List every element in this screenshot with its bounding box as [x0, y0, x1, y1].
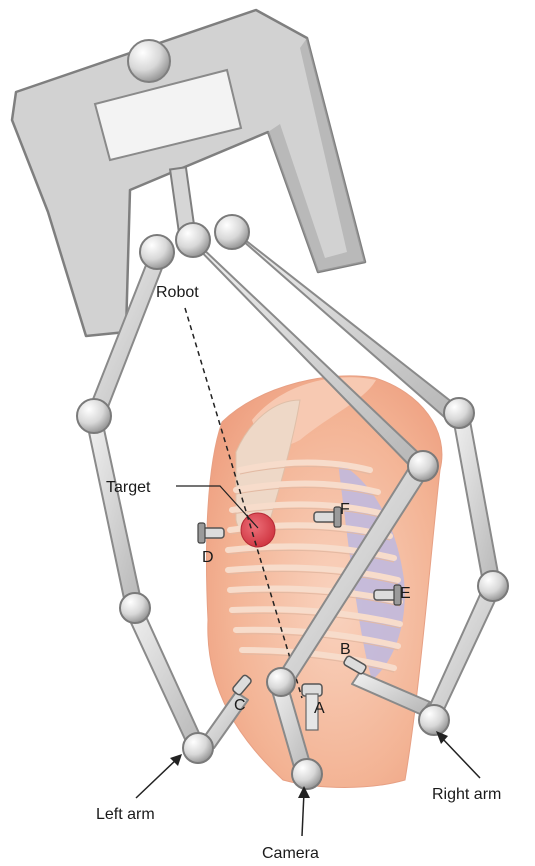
joint-left-end: [183, 733, 213, 763]
right-arm-leader: [440, 736, 480, 778]
port-e-label: E: [400, 585, 411, 602]
left-arm-leader: [136, 758, 178, 798]
port-d-label: D: [202, 549, 214, 566]
right-arm-label: Right arm: [432, 786, 501, 803]
joint-right-top: [215, 215, 249, 249]
joint-camera-end: [292, 759, 322, 789]
robot-label: Robot: [156, 284, 199, 301]
joint-left-mid: [77, 399, 111, 433]
camera-label: Camera: [262, 845, 319, 862]
joint-camera-mid: [408, 451, 438, 481]
target-label: Target: [106, 479, 151, 496]
patient-torso: [206, 376, 441, 788]
camera-leader: [302, 792, 304, 836]
port-b-label: B: [340, 641, 351, 658]
joint-center-top: [176, 223, 210, 257]
joint-right-mid: [444, 398, 474, 428]
port-f-label: F: [340, 501, 350, 518]
joint-right-low: [478, 571, 508, 601]
joint-left-low: [120, 593, 150, 623]
joint-right-end: [419, 705, 449, 735]
target-lesion: [241, 513, 275, 547]
robot-top-knob: [128, 40, 170, 82]
left-arm-label: Left arm: [96, 806, 155, 823]
port-a-label: A: [314, 700, 325, 717]
joint-camera-low: [267, 668, 295, 696]
joint-left-top: [140, 235, 174, 269]
port-c-label: C: [234, 697, 246, 714]
torso-skin: [206, 376, 441, 788]
